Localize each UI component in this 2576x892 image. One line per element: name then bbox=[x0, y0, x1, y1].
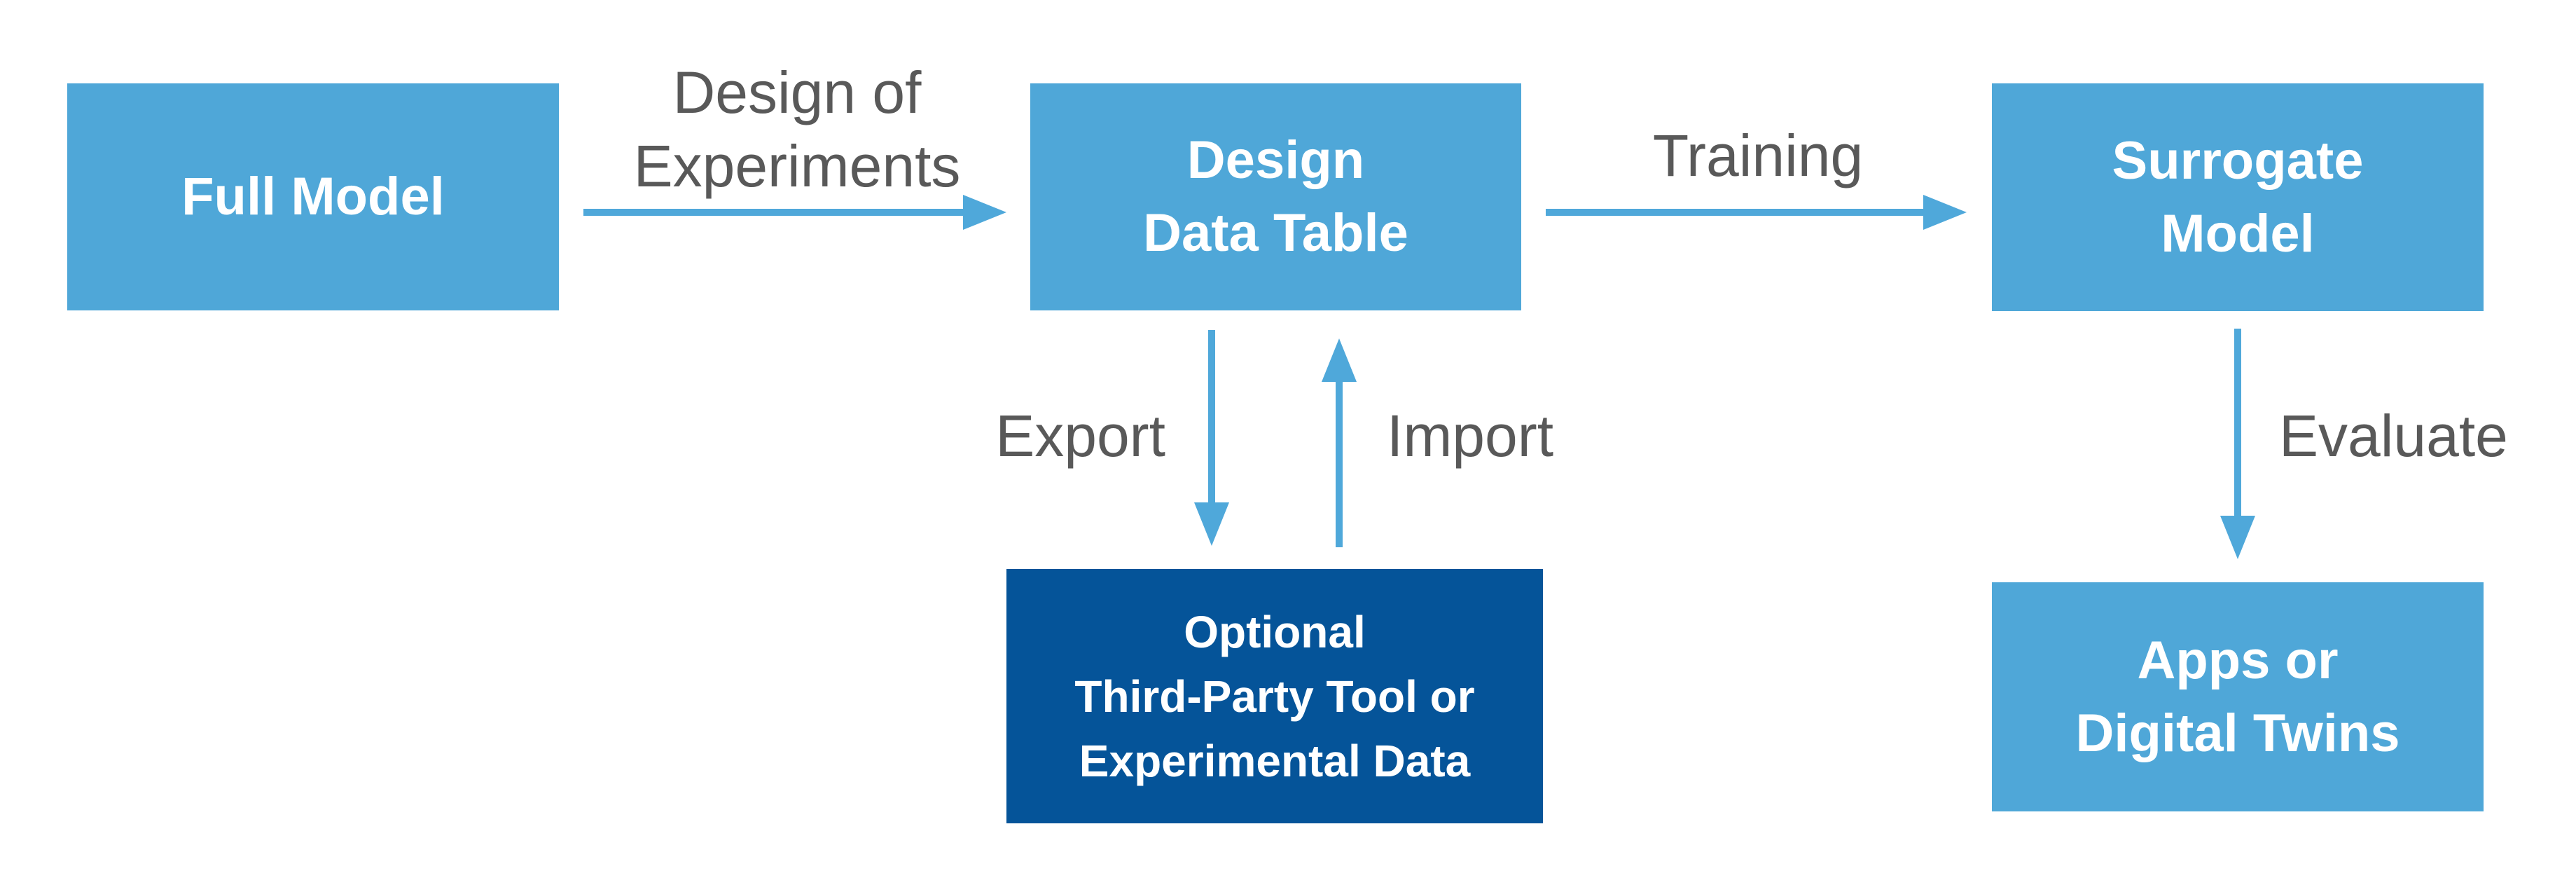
edge-label-export: Export bbox=[995, 403, 1165, 469]
node-full-model-label: Full Model bbox=[181, 167, 445, 226]
node-apps-digital-twins-label: Apps or Digital Twins bbox=[2075, 630, 2400, 763]
import-arrow bbox=[1322, 338, 1357, 547]
node-third-party-tool: Optional Third-Party Tool or Experimenta… bbox=[1006, 569, 1543, 823]
export-arrow bbox=[1194, 330, 1229, 546]
node-design-data-table: Design Data Table bbox=[1030, 83, 1521, 310]
edge-label-training: Training bbox=[1652, 123, 1864, 188]
node-surrogate-model: Surrogate Model bbox=[1992, 83, 2484, 311]
edge-label-evaluate: Evaluate bbox=[2279, 403, 2508, 469]
node-third-party-tool-label: Optional Third-Party Tool or Experimenta… bbox=[1074, 606, 1475, 786]
edge-label-design-of-experiments: Design of Experiments bbox=[633, 60, 961, 199]
node-apps-digital-twins: Apps or Digital Twins bbox=[1992, 582, 2484, 811]
evaluate-arrow bbox=[2220, 329, 2255, 559]
edge-label-import: Import bbox=[1387, 403, 1554, 469]
node-surrogate-model-label: Surrogate Model bbox=[2112, 130, 2364, 263]
training-arrow bbox=[1546, 195, 1967, 230]
node-design-data-table-label: Design Data Table bbox=[1143, 130, 1408, 263]
node-full-model: Full Model bbox=[67, 83, 559, 310]
